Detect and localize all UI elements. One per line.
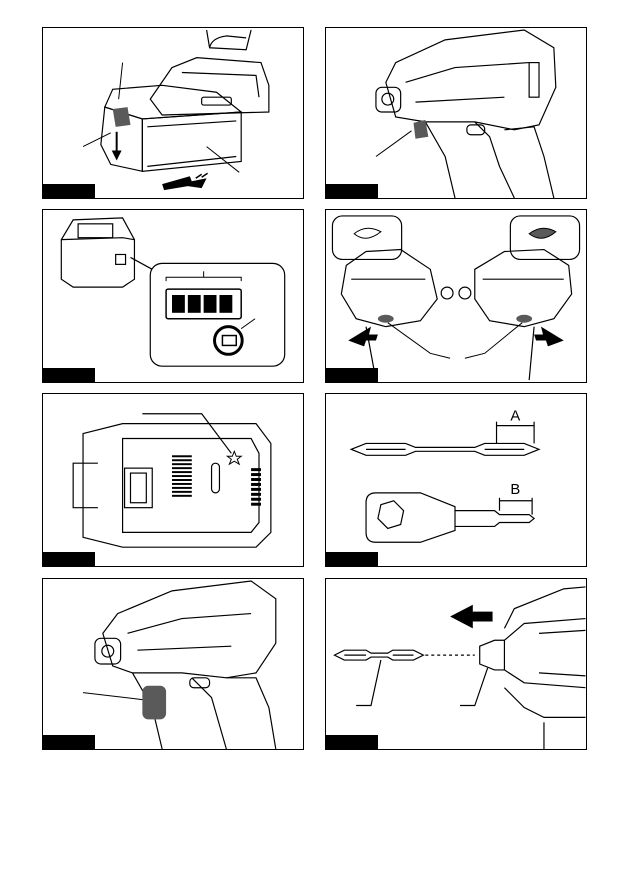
bit-dimensions-illustration: A B — [326, 394, 586, 566]
figure-8-label-tab — [326, 735, 378, 749]
figure-5 — [42, 393, 304, 567]
lamp-icon — [142, 686, 166, 720]
press-arrow-icon — [112, 151, 122, 161]
figure-5-label-tab — [43, 552, 95, 566]
tool-sleeve-icon — [480, 640, 505, 670]
slide-arrow-icon — [162, 176, 206, 190]
push-arrow-left-icon — [348, 327, 378, 347]
trigger-switch-illustration — [326, 28, 586, 198]
figure-1-label-tab — [43, 184, 95, 198]
figure-2 — [325, 27, 587, 199]
lamp-illustration — [43, 579, 303, 749]
figure-7 — [42, 578, 304, 750]
figure-6-label-tab — [326, 552, 378, 566]
figure-8 — [325, 578, 587, 750]
figure-4-label-tab — [326, 368, 378, 382]
socket-bit-icon — [366, 493, 455, 542]
dimension-a-label: A — [510, 409, 520, 425]
battery-star-marking-illustration — [43, 394, 303, 566]
insert-arrow-icon — [450, 605, 493, 629]
push-arrow-right-icon — [534, 327, 564, 347]
figure-3 — [42, 209, 304, 383]
check-button-icon — [215, 327, 243, 355]
battery-removal-illustration — [43, 28, 303, 198]
figure-2-label-tab — [326, 184, 378, 198]
figure-7-label-tab — [43, 735, 95, 749]
dimension-b-label: B — [510, 482, 520, 498]
reversing-lever-right-icon — [516, 315, 532, 323]
reversing-switch-illustration — [326, 210, 586, 382]
figure-6: A B — [325, 393, 587, 567]
figure-1 — [42, 27, 304, 199]
release-button-icon — [113, 107, 131, 127]
figure-3-label-tab — [43, 368, 95, 382]
battery-indicator-illustration — [43, 210, 303, 382]
reversing-lever-left-icon — [378, 315, 394, 323]
figure-4 — [325, 209, 587, 383]
star-marking-icon — [227, 451, 241, 464]
bit-installation-illustration — [326, 579, 586, 749]
